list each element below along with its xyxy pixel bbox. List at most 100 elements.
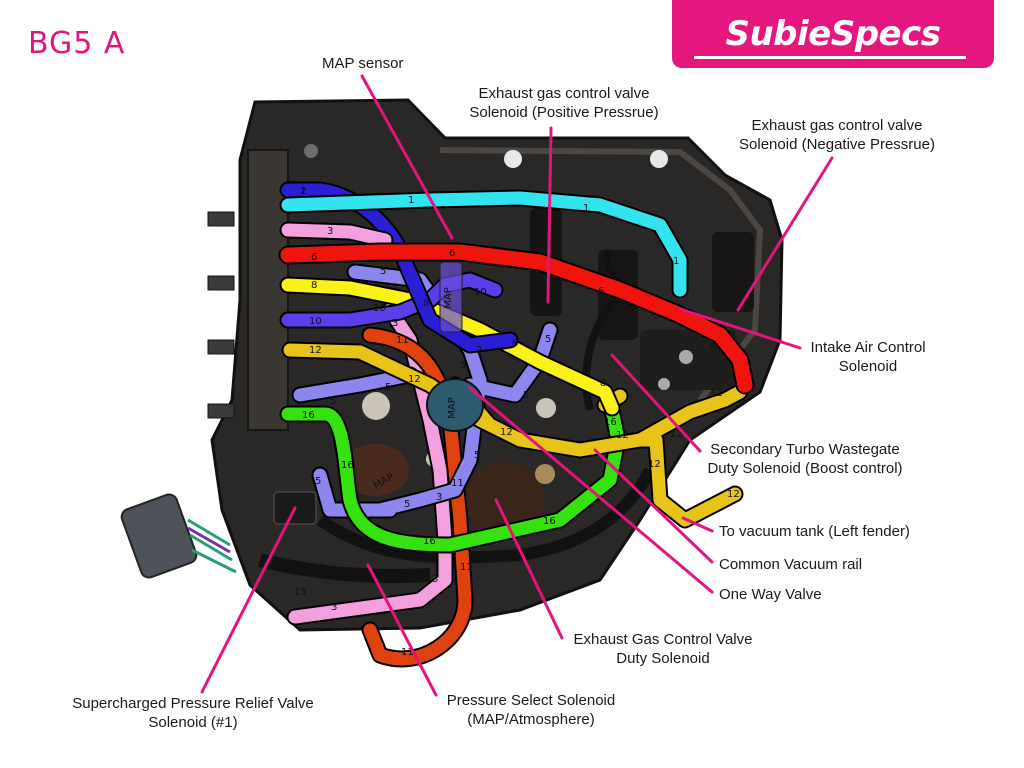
label-egcv-positive: Exhaust gas control valve Solenoid (Posi… (464, 84, 664, 122)
brand-underline (694, 56, 966, 59)
leader-pressure-select (366, 563, 438, 697)
label-vacuum-rail-text: Common Vacuum rail (719, 556, 863, 573)
tube-tag-5c: 5 (545, 334, 551, 345)
tube-tag-12c: 12 (500, 427, 513, 438)
leader-intake-air (678, 307, 802, 350)
label-vacuum-tank-text: To vacuum tank (Left fender) (719, 523, 910, 540)
tube-tag-12b: 12 (408, 374, 421, 385)
leader-egcv-duty (494, 498, 564, 640)
leader-one-way-valve (468, 386, 714, 594)
tube-tag-3e: 3 (331, 602, 337, 613)
tube-tag-11a: 11 (396, 335, 409, 346)
tube-tag-5d: 5 (523, 390, 529, 401)
label-wastegate-line1: Secondary Turbo Wastegate (710, 441, 900, 458)
tube-tag-16a: 16 (302, 410, 315, 421)
vacuum-hose-6 (278, 242, 755, 395)
tube-tag-5h: 5 (404, 499, 410, 510)
vacuum-hose-8 (279, 276, 621, 417)
label-map-sensor: MAP sensor (322, 54, 403, 73)
vacuum-hose-3-upper (279, 221, 394, 249)
wiring-harness (120, 248, 661, 584)
tube-tag-12g: 12 (670, 429, 683, 440)
label-relief: Supercharged Pressure Relief Valve Solen… (62, 694, 324, 732)
tube-tag-6a: 6 (311, 252, 317, 263)
label-wastegate-line2: Duty Solenoid (Boost control) (707, 460, 903, 477)
brand-logo-text: SubieSpecs (725, 14, 941, 54)
label-egcv-negative-line1: Exhaust gas control valve (751, 117, 923, 134)
label-intake-air-line2: Solenoid (838, 358, 898, 375)
leader-vacuum-rail (593, 448, 714, 564)
tube-tag-5g: 5 (315, 476, 321, 487)
tube-tag-8a: 8 (311, 280, 317, 291)
leader-relief (200, 506, 297, 694)
tube-tag-1b: 1 (583, 203, 589, 214)
one-way-valve-body: MAP (426, 378, 484, 432)
label-wastegate: Secondary Turbo Wastegate Duty Solenoid … (700, 440, 910, 478)
leader-vacuum-tank (681, 516, 714, 533)
label-vacuum-tank: To vacuum tank (Left fender) (719, 522, 910, 541)
label-pressure-select: Pressure Select Solenoid (MAP/Atmosphere… (436, 691, 626, 729)
model-code: BG5 A (28, 26, 126, 61)
label-intake-air-line1: Intake Air Control (810, 339, 926, 356)
tube-tag-16d: 16 (543, 516, 556, 527)
label-one-way-valve: One Way Valve (719, 585, 822, 604)
label-egcv-duty-line1: Exhaust Gas Control Valve (573, 631, 753, 648)
tube-tag-6d: 6 (710, 342, 716, 353)
tube-tag-2a: 2 (300, 186, 306, 197)
vacuum-hose-2 (279, 181, 519, 354)
tube-tag-3d: 3 (432, 574, 438, 585)
label-relief-line1: Supercharged Pressure Relief Valve (72, 695, 314, 712)
tube-tag-8b: 8 (423, 298, 429, 309)
label-egcv-negative-line2: Solenoid (Negative Pressrue) (739, 136, 935, 153)
tube-tag-2: 1 (300, 186, 306, 197)
leader-wastegate (610, 353, 702, 453)
tube-tag-5a: 5 (380, 266, 386, 277)
tube-tag-16e: 16 (604, 417, 617, 428)
tube-tag-12f: 12 (648, 459, 661, 470)
brand-banner: SubieSpecs (672, 0, 994, 68)
map-sensor-body: MAP (439, 261, 463, 333)
vacuum-hose-11 (361, 326, 474, 668)
tube-tag-3c: 3 (436, 492, 442, 503)
tube-tag-11d: 11 (401, 647, 414, 658)
label-vacuum-rail: Common Vacuum rail (719, 555, 862, 574)
tube-tag-15: 15 (294, 587, 307, 598)
label-egcv-negative: Exhaust gas control valve Solenoid (Nega… (734, 116, 940, 154)
vacuum-hose-16 (279, 401, 627, 554)
tube-tag-8d: 8 (600, 378, 606, 389)
leader-egcv-negative (736, 156, 834, 312)
tube-tag-2b: 2 (476, 345, 482, 356)
label-egcv-positive-line1: Exhaust gas control valve (478, 85, 650, 102)
tube-tag-1c: 1 (673, 256, 679, 267)
tube-tag-11c: 11 (460, 562, 473, 573)
tube-tag-10a: 10 (309, 316, 322, 327)
tube-tag-16c: 16 (423, 536, 436, 547)
label-egcv-duty-line2: Duty Solenoid (616, 650, 710, 667)
one-way-valve-text: MAP (447, 397, 458, 419)
label-egcv-positive-line2: Solenoid (Positive Pressrue) (469, 104, 659, 121)
label-one-way-valve-text: One Way Valve (719, 586, 822, 603)
tube-tag-12h: 12 (727, 489, 740, 500)
tube-tag-16b: 16 (341, 460, 354, 471)
label-map-sensor-text: MAP sensor (322, 55, 404, 72)
label-egcv-duty: Exhaust Gas Control Valve Duty Solenoid (564, 630, 762, 668)
map-sensor-text: MAP (443, 287, 454, 309)
tube-tag-5f: 5 (330, 396, 336, 407)
tube-tag-11b: 11 (451, 478, 464, 489)
tube-number-tags: 1 1 1 1 2 2 3 3 3 3 3 5 5 5 5 5 5 5 5 5 … (294, 186, 740, 658)
tube-tag-6b: 6 (449, 248, 455, 259)
tube-tag-5b: 5 (460, 360, 466, 371)
tube-tag-8c: 8 (512, 338, 518, 349)
tube-tag-1a: 1 (408, 195, 414, 206)
tube-tag-3a: 3 (327, 226, 333, 237)
leader-map-sensor (360, 74, 454, 240)
label-pressure-select-line2: (MAP/Atmosphere) (467, 711, 595, 728)
tube-tag-12a: 12 (309, 345, 322, 356)
tube-tag-5i: 5 (474, 450, 480, 461)
tube-tag-12e: 12 (710, 388, 723, 399)
label-pressure-select-line1: Pressure Select Solenoid (446, 692, 616, 709)
tube-tag-12d: 12 (616, 430, 629, 441)
label-relief-line2: Solenoid (#1) (148, 714, 238, 731)
tube-tag-10c: 10 (474, 287, 487, 298)
